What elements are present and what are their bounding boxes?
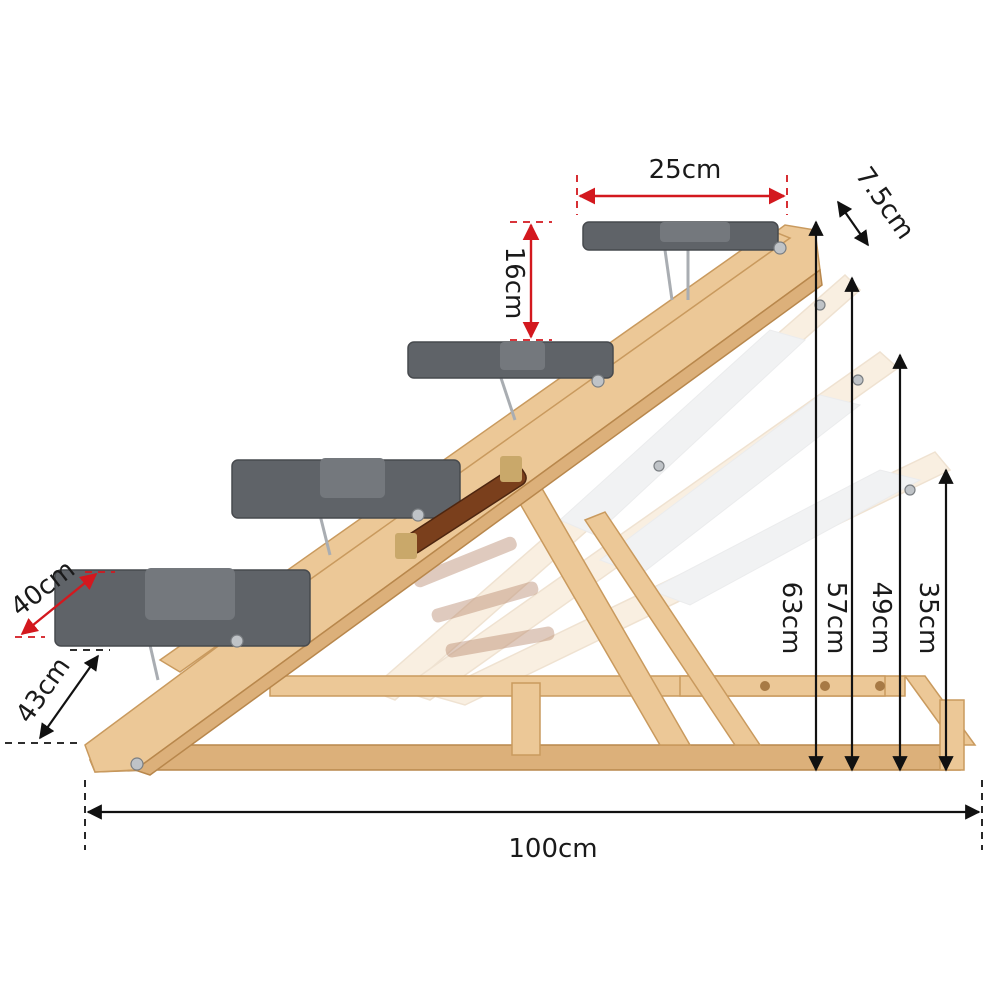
step-3	[231, 458, 461, 519]
step-4-bottom	[54, 568, 311, 647]
label-step-rise: 16cm	[499, 247, 529, 320]
label-height-1: 63cm	[776, 582, 806, 655]
dim-height-4: 35cm	[913, 468, 954, 772]
ghost-handles	[413, 536, 555, 658]
label-lower-depth: 43cm	[10, 652, 76, 729]
dim-height-1: 63cm	[776, 220, 824, 772]
label-height-2: 57cm	[821, 582, 851, 655]
dim-step-rise: 16cm	[499, 221, 552, 341]
carry-handle	[395, 456, 527, 559]
label-total-length: 100cm	[508, 834, 597, 864]
dim-step-width: 25cm	[576, 155, 788, 215]
dim-step-depth: 7.5cm	[837, 162, 920, 247]
dim-height-3: 49cm	[866, 353, 908, 772]
step-2	[407, 341, 614, 379]
label-step-width: 25cm	[649, 155, 722, 185]
dim-total-length: 100cm	[84, 780, 983, 864]
step-1-top	[582, 221, 779, 251]
step-brackets	[148, 249, 690, 681]
dim-lower-depth: 43cm	[5, 649, 110, 744]
label-height-4: 35cm	[913, 582, 943, 655]
dim-height-2: 57cm	[821, 276, 860, 772]
label-height-3: 49cm	[866, 582, 896, 655]
support-leg	[513, 484, 762, 746]
